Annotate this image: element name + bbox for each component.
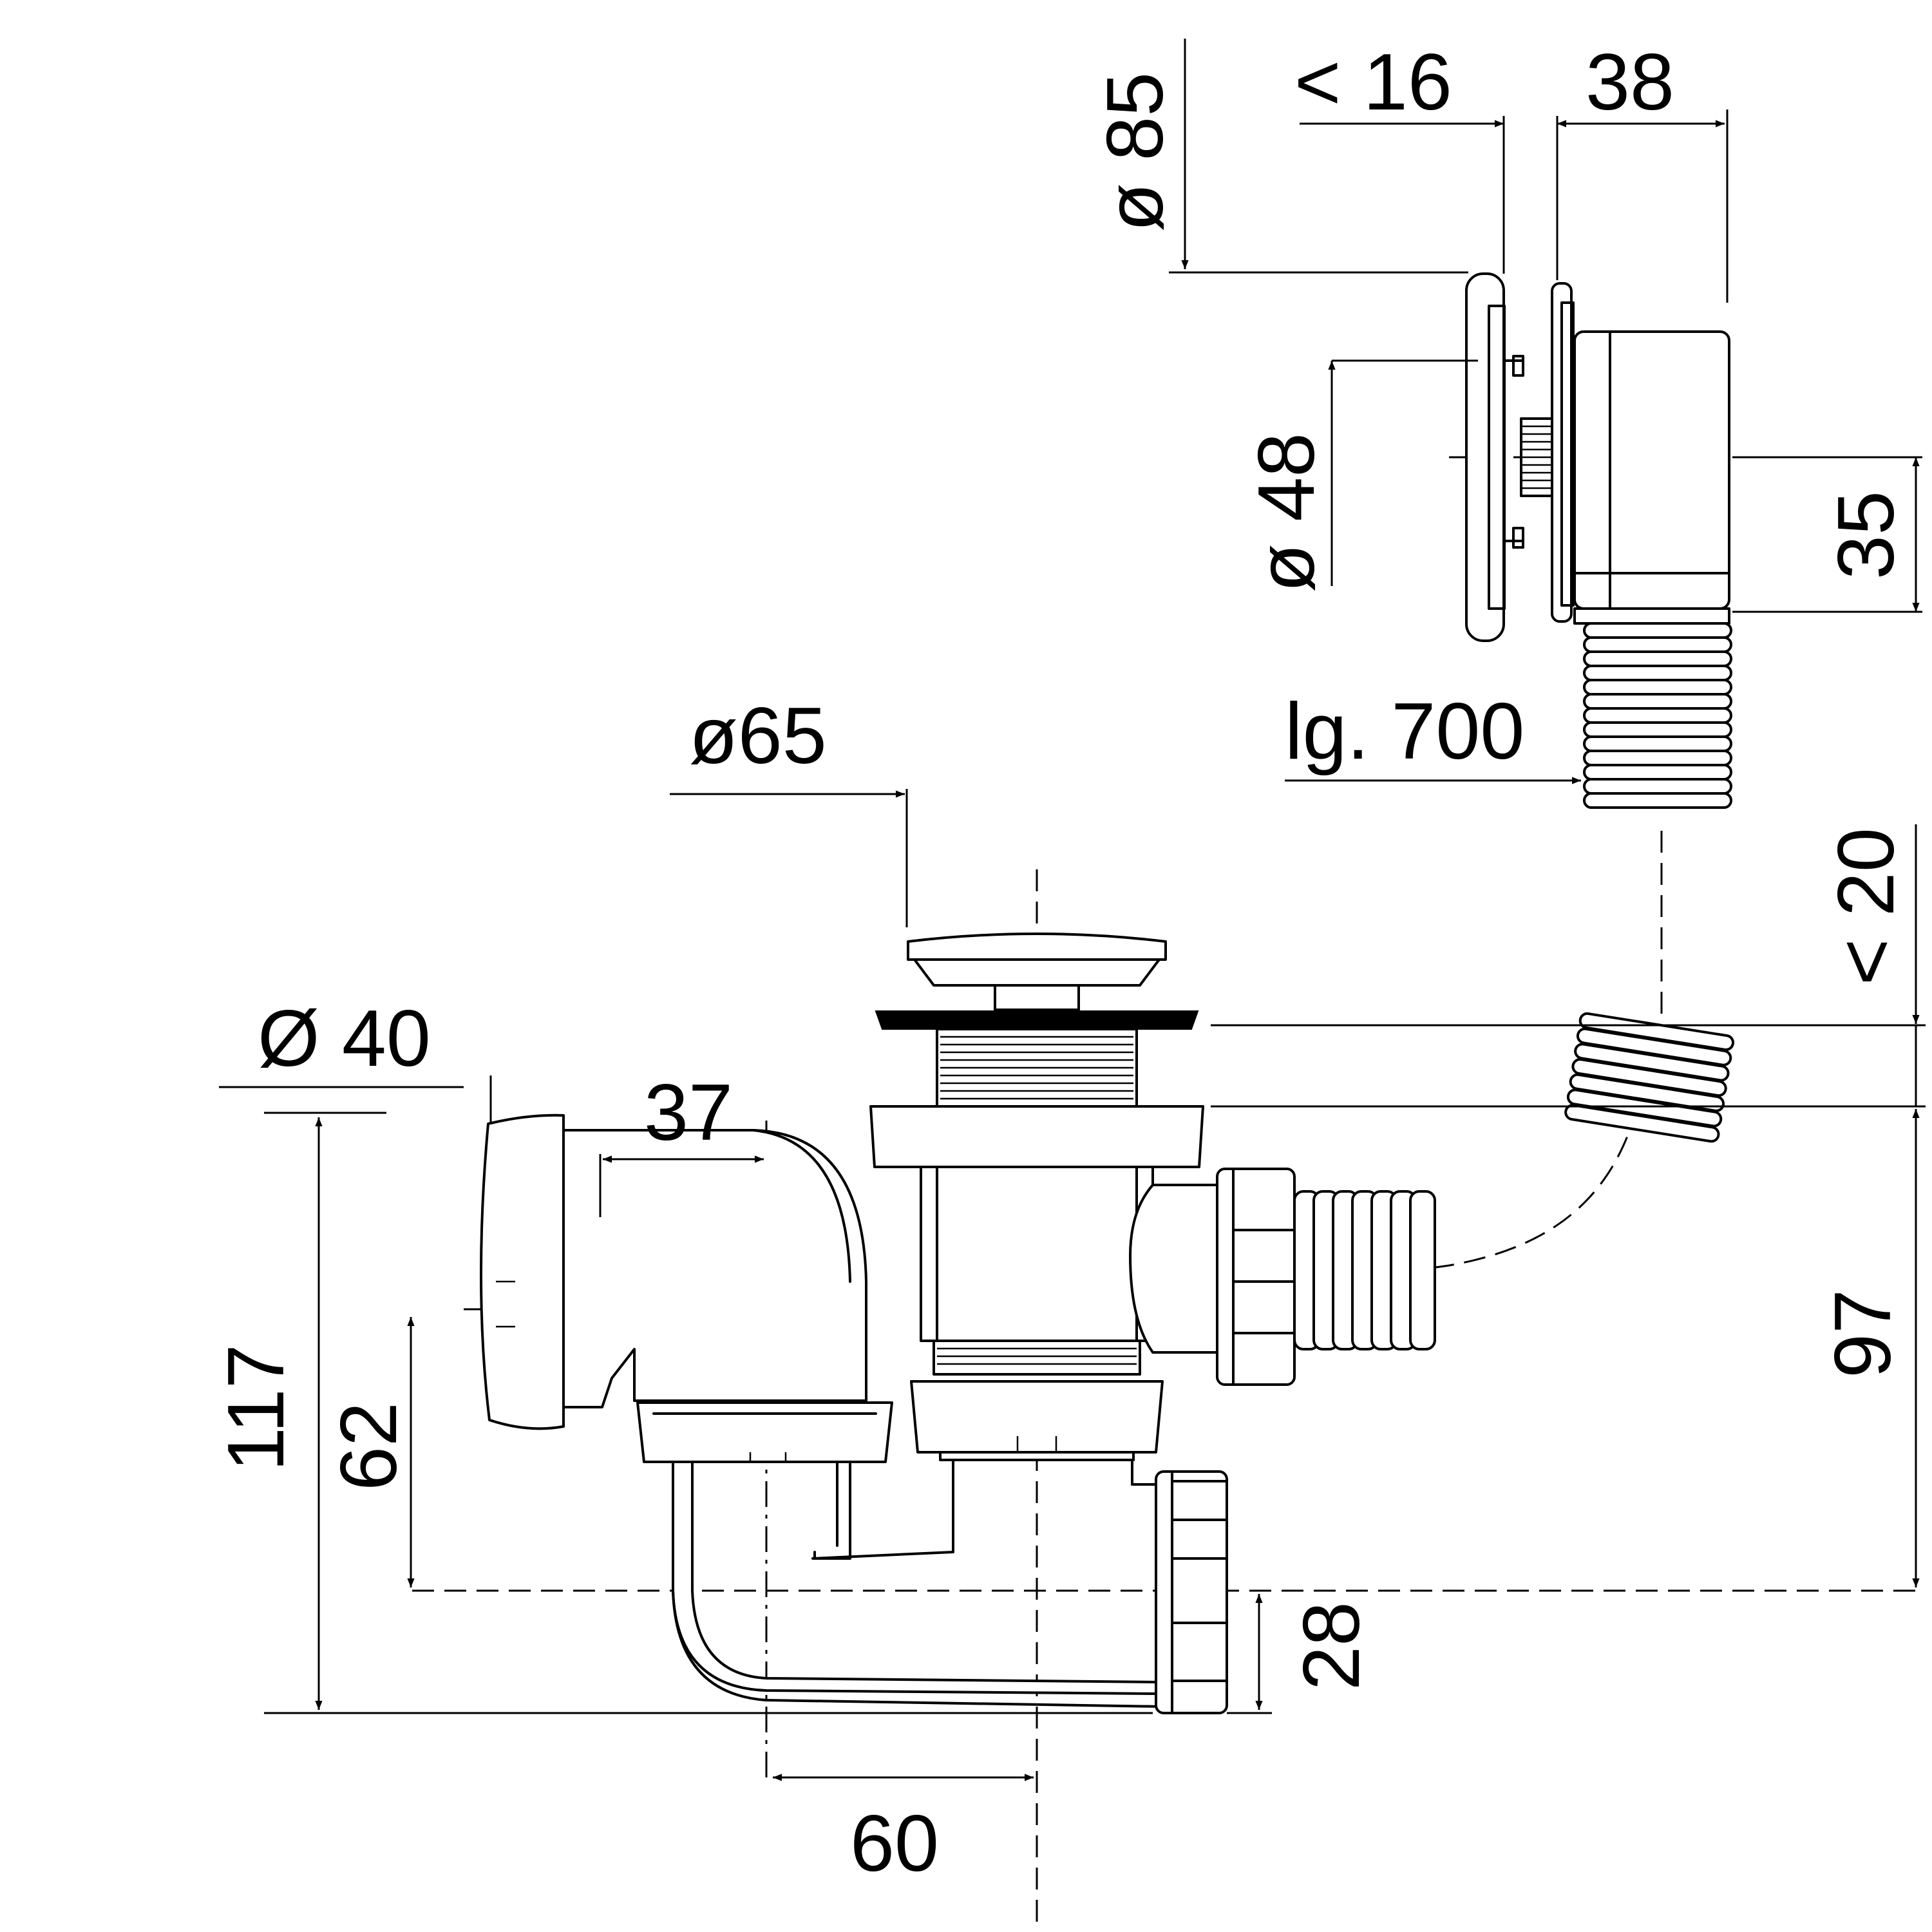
waste-nut — [869, 1105, 1204, 1168]
dim-dia-85: ø 85 — [1091, 72, 1180, 232]
dim-97: 97 — [1819, 1289, 1908, 1378]
overflow-cover-inner — [1488, 305, 1506, 610]
overflow-hose-collar — [1573, 607, 1730, 625]
overflow-flexible-hose — [1583, 622, 1732, 809]
trap-ring — [636, 1401, 893, 1463]
dim-lt-20: < 20 — [1822, 828, 1911, 985]
dim-dia-65: ø65 — [689, 692, 827, 781]
overflow-cover-plate — [1465, 272, 1505, 642]
elbow-pipe — [562, 1129, 867, 1408]
dim-62: 62 — [325, 1402, 413, 1491]
waste-flange — [875, 1010, 1199, 1030]
plug-cap — [907, 933, 1167, 961]
dim-117: 117 — [212, 1344, 301, 1472]
waste-valve — [869, 933, 1436, 1461]
u-bend — [672, 1461, 1160, 1695]
dimension-lines — [219, 39, 1926, 1781]
trap-assembly — [480, 1113, 1228, 1714]
dim-60: 60 — [850, 1799, 939, 1888]
waste-body — [920, 1166, 1154, 1342]
dim-37: 37 — [644, 1068, 733, 1157]
dim-dia-40: Ø 40 — [258, 994, 431, 1083]
outlet-cap — [480, 1113, 565, 1430]
inlet-spigot — [1293, 1190, 1436, 1350]
overflow-body — [1573, 330, 1730, 610]
dim-lg-700: lg. 700 — [1285, 687, 1524, 776]
hose-lower-section — [1564, 1012, 1735, 1143]
waste-bottom-nut — [910, 1380, 1164, 1454]
dim-dia-48: ø 48 — [1242, 433, 1331, 592]
dimension-labels: ø 85 < 16 38 ø 48 35 lg. 700 ø65 < 20 Ø … — [212, 38, 1911, 1888]
outlet-nut — [1155, 1470, 1228, 1714]
dim-38: 38 — [1586, 38, 1674, 127]
dim-28: 28 — [1287, 1602, 1376, 1690]
dim-lt-16: < 16 — [1294, 38, 1452, 127]
dim-35: 35 — [1822, 491, 1911, 580]
inlet-nut — [1216, 1168, 1296, 1386]
overflow-assembly — [1465, 272, 1735, 1143]
overflow-inlet — [1129, 1184, 1225, 1354]
